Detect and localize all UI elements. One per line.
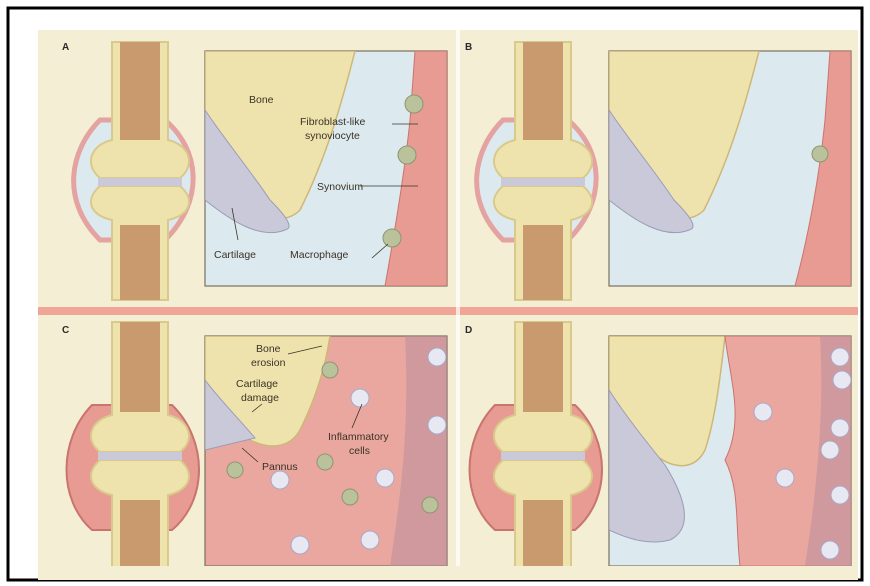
- macrophage-cell-a: [383, 229, 401, 247]
- label-pannus: Pannus: [262, 461, 298, 473]
- panel-letter-b: B: [465, 42, 472, 53]
- fibroblast-cell-a2: [398, 146, 416, 164]
- inflammatory-cell-d8: [821, 541, 839, 559]
- label-bone: Bone: [249, 94, 274, 106]
- label-fibroblast-line2: synoviocyte: [305, 130, 360, 142]
- inflammatory-cell-d1: [831, 348, 849, 366]
- inflammatory-cell-c3: [428, 416, 446, 434]
- label-cartilage-damage-line2: damage: [241, 392, 279, 404]
- panel-a: A Bone Fibroblast-like synoviocyte Syno: [62, 42, 447, 300]
- panel-c: C B: [62, 322, 447, 578]
- panel-b: B: [465, 42, 851, 300]
- fibroblast-cell-c4: [342, 489, 358, 505]
- row-divider: [38, 307, 858, 315]
- inflammatory-cell-d6: [776, 469, 794, 487]
- label-inflammatory-line1: Inflammatory: [328, 431, 389, 443]
- inflammatory-cell-c2: [351, 389, 369, 407]
- inflammatory-cell-d5: [821, 441, 839, 459]
- panel-d: D: [465, 322, 851, 578]
- inflammatory-cell-c7: [361, 531, 379, 549]
- panel-letter-c: C: [62, 325, 69, 336]
- label-bone-erosion-line1: Bone: [256, 343, 281, 355]
- column-divider: [456, 30, 460, 580]
- label-bone-erosion-line2: erosion: [251, 357, 286, 369]
- inflammatory-cell-d2: [833, 371, 851, 389]
- label-macrophage: Macrophage: [290, 249, 349, 261]
- fibroblast-cell-c3: [227, 462, 243, 478]
- label-inflammatory-line2: cells: [349, 445, 370, 457]
- bottom-strip: [38, 566, 858, 580]
- inflammatory-cell-d4: [831, 419, 849, 437]
- fibroblast-cell-c5: [422, 497, 438, 513]
- panel-letter-a: A: [62, 42, 69, 53]
- fibroblast-cell-c1: [322, 362, 338, 378]
- panel-letter-d: D: [465, 325, 472, 336]
- inflammatory-cell-c1: [428, 348, 446, 366]
- fibroblast-cell-c2: [317, 454, 333, 470]
- inflammatory-cell-d3: [754, 403, 772, 421]
- label-synovium: Synovium: [317, 181, 363, 193]
- fibroblast-cell-b: [812, 146, 828, 162]
- inflammatory-cell-c6: [291, 536, 309, 554]
- inflammatory-cell-c4: [271, 471, 289, 489]
- inflammatory-cell-d7: [831, 486, 849, 504]
- inflammatory-cell-c5: [376, 469, 394, 487]
- label-cartilage-damage-line1: Cartilage: [236, 378, 278, 390]
- label-cartilage: Cartilage: [214, 249, 256, 261]
- fibroblast-cell-a1: [405, 95, 423, 113]
- label-fibroblast-line1: Fibroblast-like: [300, 116, 366, 128]
